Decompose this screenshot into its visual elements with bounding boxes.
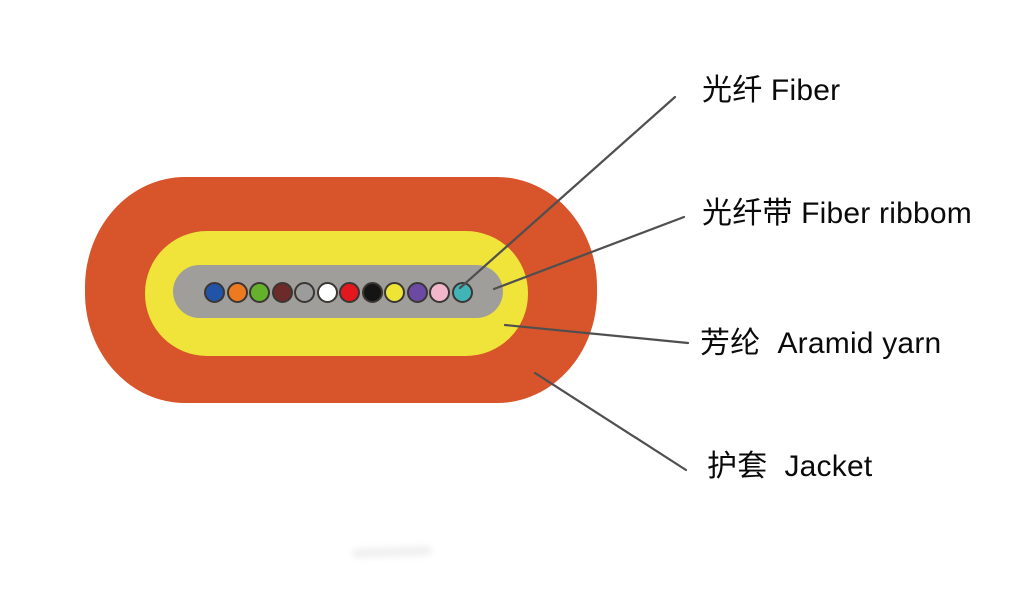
fiber-dot-yellow xyxy=(384,282,405,303)
fiber-dot-rose xyxy=(429,282,450,303)
fiber-dot-violet xyxy=(406,282,428,303)
fiber-dot-aqua xyxy=(451,282,473,303)
leader-line-jacket xyxy=(533,371,688,472)
fiber-dot-orange xyxy=(226,282,248,303)
fiber-dot-white xyxy=(316,282,338,303)
label-jacket: 护套 Jacket xyxy=(707,450,873,483)
fiber-dot-brown xyxy=(271,282,293,303)
leader-line-fiber xyxy=(458,95,677,290)
fiber-dot-green xyxy=(249,282,270,303)
leader-line-ribbon xyxy=(492,215,686,291)
label-fiber-ribbon: 光纤带 Fiber ribbom xyxy=(702,197,972,230)
fiber-dots-row xyxy=(204,282,473,303)
fiber-dot-slate xyxy=(294,282,315,303)
label-aramid-yarn: 芳纶 Aramid yarn xyxy=(700,327,942,360)
fiber-dot-blue xyxy=(204,282,225,303)
label-fiber: 光纤 Fiber xyxy=(702,74,841,107)
fiber-dot-black xyxy=(361,282,383,303)
leader-line-aramid xyxy=(503,323,690,345)
fiber-dot-red xyxy=(339,282,360,303)
